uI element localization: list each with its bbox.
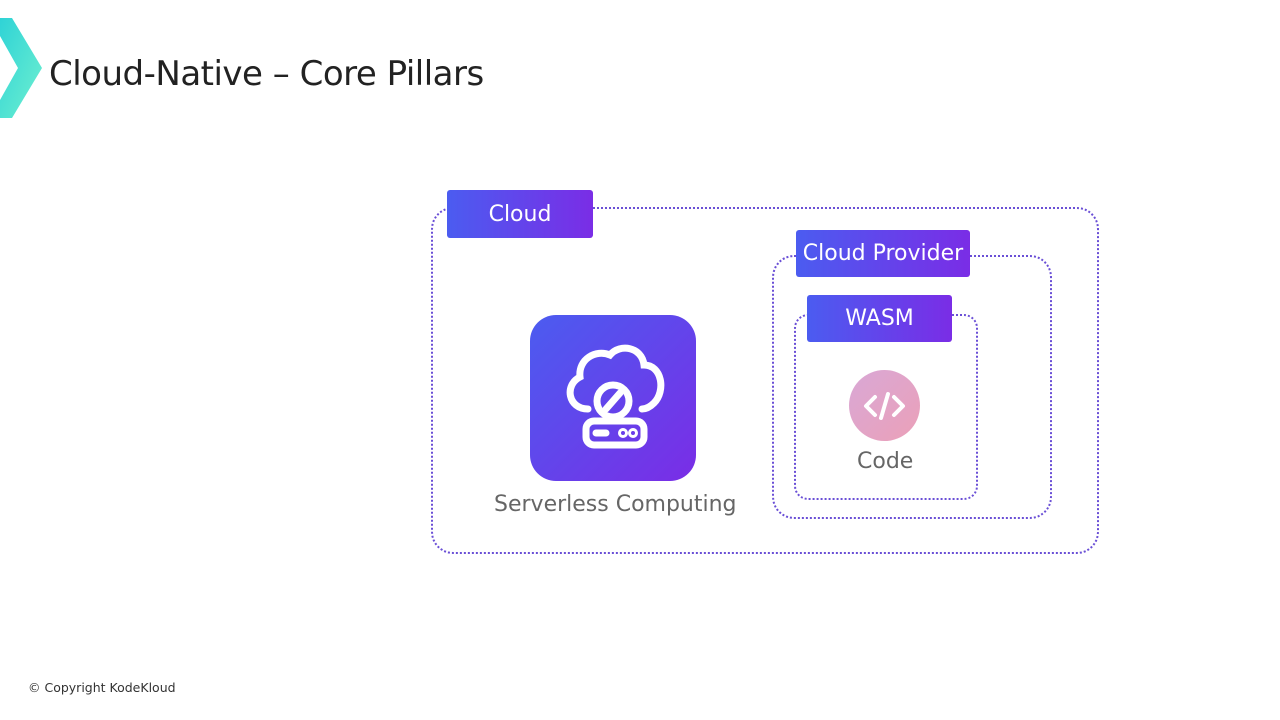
cloud-provider-tag: Cloud Provider [796,230,970,277]
serverless-label: Serverless Computing [494,492,737,517]
logo-chevron-icon [0,18,42,118]
code-icon-circle [849,370,920,441]
copyright: © Copyright KodeKloud [28,680,176,695]
cloud-server-icon [566,344,665,449]
code-label: Code [857,449,914,474]
cloud-container [431,207,1099,554]
page-title: Cloud-Native – Core Pillars [49,54,484,94]
code-brackets-icon [864,392,905,420]
serverless-icon-tile [530,315,696,481]
wasm-tag: WASM [807,295,952,342]
cloud-tag: Cloud [447,190,593,238]
